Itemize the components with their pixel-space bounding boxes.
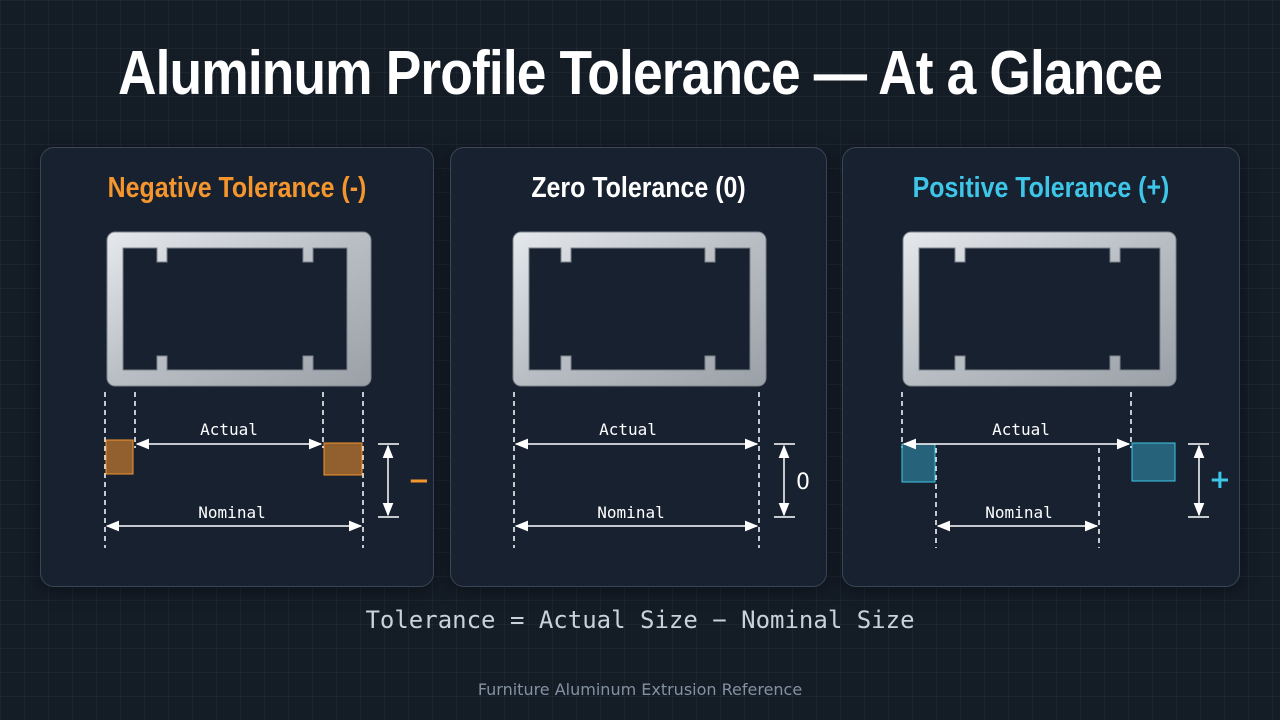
footer-caption: Furniture Aluminum Extrusion Reference — [477, 680, 803, 699]
nominal-label: Nominal — [198, 503, 265, 522]
negative-tolerance-panel: Negative Tolerance (-) Actual Nominal − — [40, 147, 434, 587]
tolerance-formula: Tolerance = Actual Size − Nominal Size — [365, 606, 915, 634]
panel-title-positive: Positive Tolerance (+) — [912, 172, 1170, 204]
actual-label: Actual — [992, 420, 1050, 439]
tolerance-sign: + — [1209, 465, 1231, 495]
tolerance-gap-right — [323, 442, 363, 476]
tolerance-excess-left — [901, 443, 936, 483]
negative-tolerance-diagram: Actual Nominal − — [104, 231, 430, 548]
panel-title-zero: Zero Tolerance (0) — [531, 172, 746, 204]
tolerance-excess-right — [1131, 442, 1176, 482]
aluminum-profile — [902, 231, 1177, 387]
actual-label: Actual — [599, 420, 657, 439]
panel-title-negative: Negative Tolerance (-) — [107, 172, 367, 204]
nominal-label: Nominal — [985, 503, 1052, 522]
tolerance-sign: 0 — [796, 470, 810, 495]
tolerance-gap-left — [105, 439, 134, 475]
zero-tolerance-panel: Zero Tolerance (0) Actual Nominal 0 — [450, 147, 827, 587]
actual-label: Actual — [200, 420, 258, 439]
nominal-label: Nominal — [597, 503, 664, 522]
tolerance-sign: − — [408, 466, 430, 496]
aluminum-profile — [512, 231, 767, 387]
zero-tolerance-diagram: Actual Nominal 0 — [512, 231, 810, 548]
aluminum-profile — [106, 231, 372, 387]
positive-tolerance-panel: Positive Tolerance (+) Actual Nominal + — [842, 147, 1240, 587]
page-title: Aluminum Profile Tolerance — At a Glance — [117, 39, 1163, 108]
positive-tolerance-diagram: Actual Nominal + — [901, 231, 1231, 548]
